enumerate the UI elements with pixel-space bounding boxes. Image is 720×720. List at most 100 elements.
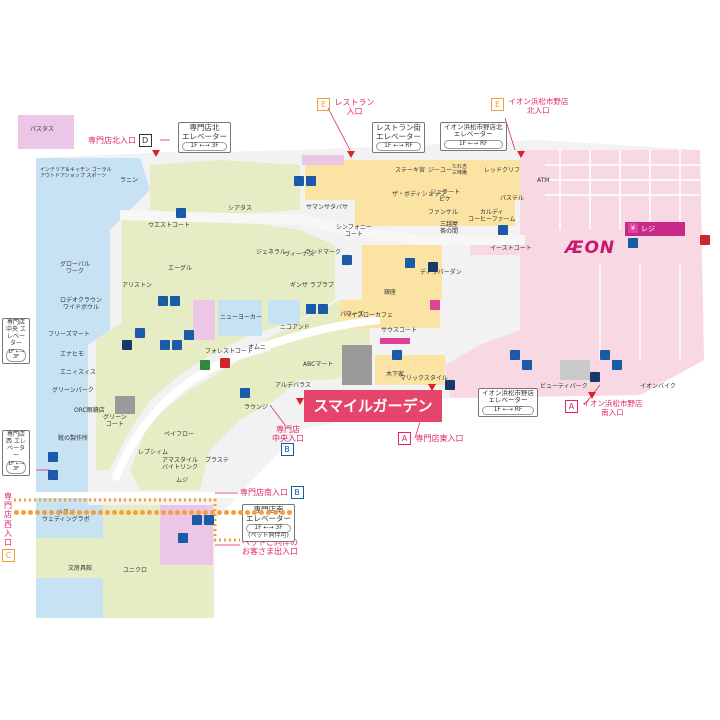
elevator-floors: 1F ←→ 3F bbox=[6, 348, 26, 363]
escalator-icon bbox=[240, 388, 250, 398]
route-dot bbox=[203, 510, 208, 515]
block-magenta-center bbox=[193, 300, 215, 340]
entrance-senmon-nishi[interactable]: 専門店西入口 C bbox=[2, 492, 15, 563]
elevator-floors: 1F ←→ 3F bbox=[6, 460, 26, 475]
elevator-icon bbox=[178, 533, 188, 543]
elevator-restaurant: レストラン街 エレベーター 1F ←→ RF bbox=[372, 122, 425, 154]
route-dot bbox=[273, 510, 278, 515]
entrance-arrow-icon bbox=[588, 392, 596, 399]
elevator-label: 専門店南 エレベーター bbox=[246, 505, 291, 523]
elevator-label: イオン浜松市野店 エレベーター bbox=[482, 389, 534, 405]
entrance-senmon-kita[interactable]: 専門店北入口 D bbox=[88, 134, 154, 147]
entrance-aeon-kita[interactable]: E イオン浜松市野店 北入口 bbox=[491, 97, 569, 115]
yen-icon: ¥ bbox=[628, 223, 638, 233]
route-dot bbox=[91, 510, 96, 515]
restroom-icon bbox=[306, 304, 316, 314]
elevator-icon bbox=[135, 328, 145, 338]
entrance-senmon-minami[interactable]: 専門店南入口 B bbox=[240, 486, 306, 499]
elevator-aeon-kita: イオン浜松市野店北 エレベーター 1F ←→ RF bbox=[440, 122, 507, 151]
elevator-senmon-kita: 専門店北 エレベーター 1F ←→ 3F bbox=[178, 122, 231, 154]
shop-label: ニコアンド bbox=[280, 324, 310, 331]
entrance-label: 専門店南入口 bbox=[240, 488, 288, 497]
block-blue-west bbox=[36, 158, 150, 505]
shop-label: ラウンジ bbox=[244, 404, 269, 411]
entrance-restaurant[interactable]: E レストラン 入口 bbox=[317, 98, 375, 116]
route-dot bbox=[245, 510, 250, 515]
court-east: イーストコート bbox=[490, 245, 532, 252]
wheelchair-icon bbox=[172, 340, 182, 350]
route-dot bbox=[126, 510, 131, 515]
shop-label: フリーズマート bbox=[48, 331, 90, 338]
entrance-arrow-icon bbox=[347, 151, 355, 158]
shop-label: ABCマート bbox=[303, 361, 334, 368]
route-dot bbox=[147, 510, 152, 515]
entrance-badge: C bbox=[2, 549, 15, 563]
entrance-senmon-higashi[interactable]: A 専門店東入口 bbox=[398, 432, 464, 445]
route-dot bbox=[84, 510, 89, 515]
entrance-badge: B bbox=[290, 486, 304, 499]
route-dot bbox=[119, 510, 124, 515]
shop-label: パステル bbox=[500, 195, 525, 202]
wheelchair-icon bbox=[170, 296, 180, 306]
pet-route-dots bbox=[14, 500, 314, 515]
route-dot bbox=[252, 510, 257, 515]
block-dark-1 bbox=[115, 396, 135, 414]
route-dot bbox=[133, 510, 138, 515]
shop-label: ジェラート ピケ bbox=[430, 189, 461, 203]
route-dot bbox=[238, 510, 243, 515]
shop-label: ORC眼鏡店 bbox=[74, 407, 105, 414]
court-south: サウスコート bbox=[381, 327, 418, 334]
route-dot bbox=[154, 510, 159, 515]
route-dot bbox=[49, 510, 54, 515]
escalator-icon bbox=[392, 350, 402, 360]
entrance-label: イオン浜松市野店 北入口 bbox=[508, 97, 569, 115]
route-dot bbox=[210, 510, 215, 515]
shop-label: プラステ bbox=[205, 457, 229, 464]
elevator-label: レストラン街 エレベーター bbox=[376, 123, 421, 141]
block-magenta-north bbox=[302, 155, 344, 165]
stairs-icon bbox=[428, 262, 438, 272]
elevator-floors: 1F ←→ 3F bbox=[182, 142, 227, 152]
shop-label: ディッパーダン bbox=[420, 269, 462, 276]
entrance-label: イオン浜松市野店 南入口 bbox=[582, 399, 643, 417]
shop-label: アマスタイル バイトリンク bbox=[162, 457, 199, 471]
entrance-label: 専門店東入口 bbox=[415, 434, 464, 443]
parking-label: パスタス bbox=[30, 126, 55, 133]
entrance-aeon-minami[interactable]: A イオン浜松市野店 南入口 bbox=[565, 399, 643, 417]
restroom-icon bbox=[160, 340, 170, 350]
wheelchair-icon bbox=[318, 304, 328, 314]
escalator-icon bbox=[498, 225, 508, 235]
route-dot bbox=[105, 510, 110, 515]
shop-label: ペイフローカフェ bbox=[345, 312, 394, 319]
elevator-floors: 1F ←→ RF bbox=[444, 139, 503, 149]
shop-label: カルディ コーヒーファーム bbox=[468, 209, 516, 223]
entrance-label: レストラン 入口 bbox=[334, 98, 375, 117]
entrance-senmon-chuo[interactable]: 専門店 中央入口 B bbox=[272, 425, 304, 457]
aed-icon bbox=[220, 358, 230, 368]
route-dot bbox=[35, 510, 40, 515]
restroom-icon bbox=[510, 350, 520, 360]
aed-icon bbox=[700, 235, 710, 245]
route-dot bbox=[63, 510, 68, 515]
restroom-icon bbox=[48, 470, 58, 480]
info-icon bbox=[430, 300, 440, 310]
shop-label: ギンザ ラブラブ bbox=[290, 282, 334, 289]
block-yellow-north2 bbox=[355, 188, 515, 226]
wheelchair-icon bbox=[306, 176, 316, 186]
stairs-icon bbox=[122, 340, 132, 350]
court-green: グリーン コート bbox=[103, 414, 127, 428]
entrance-arrow-icon bbox=[517, 151, 525, 158]
shop-label: インテリア＆キッチン ゴーラル アウトドアショップ スポーツ bbox=[40, 167, 112, 179]
shop-label: 三越屋 茶の間 bbox=[440, 221, 459, 235]
elevator-label: イオン浜松市野店北 エレベーター bbox=[444, 123, 503, 139]
shop-label: ロデオクラウン ワイドボウル bbox=[60, 297, 102, 311]
route-dot bbox=[182, 510, 187, 515]
shop-label: ファンケル bbox=[428, 209, 459, 216]
aeon-register: レジ bbox=[625, 222, 685, 236]
route-dot bbox=[196, 510, 201, 515]
block-blue-center2 bbox=[268, 300, 300, 324]
shop-label: オムニ bbox=[248, 344, 266, 351]
entrance-label: 専門店 中央入口 bbox=[272, 425, 304, 444]
entrance-badge: A bbox=[398, 432, 411, 445]
wheelchair-icon bbox=[204, 515, 214, 525]
